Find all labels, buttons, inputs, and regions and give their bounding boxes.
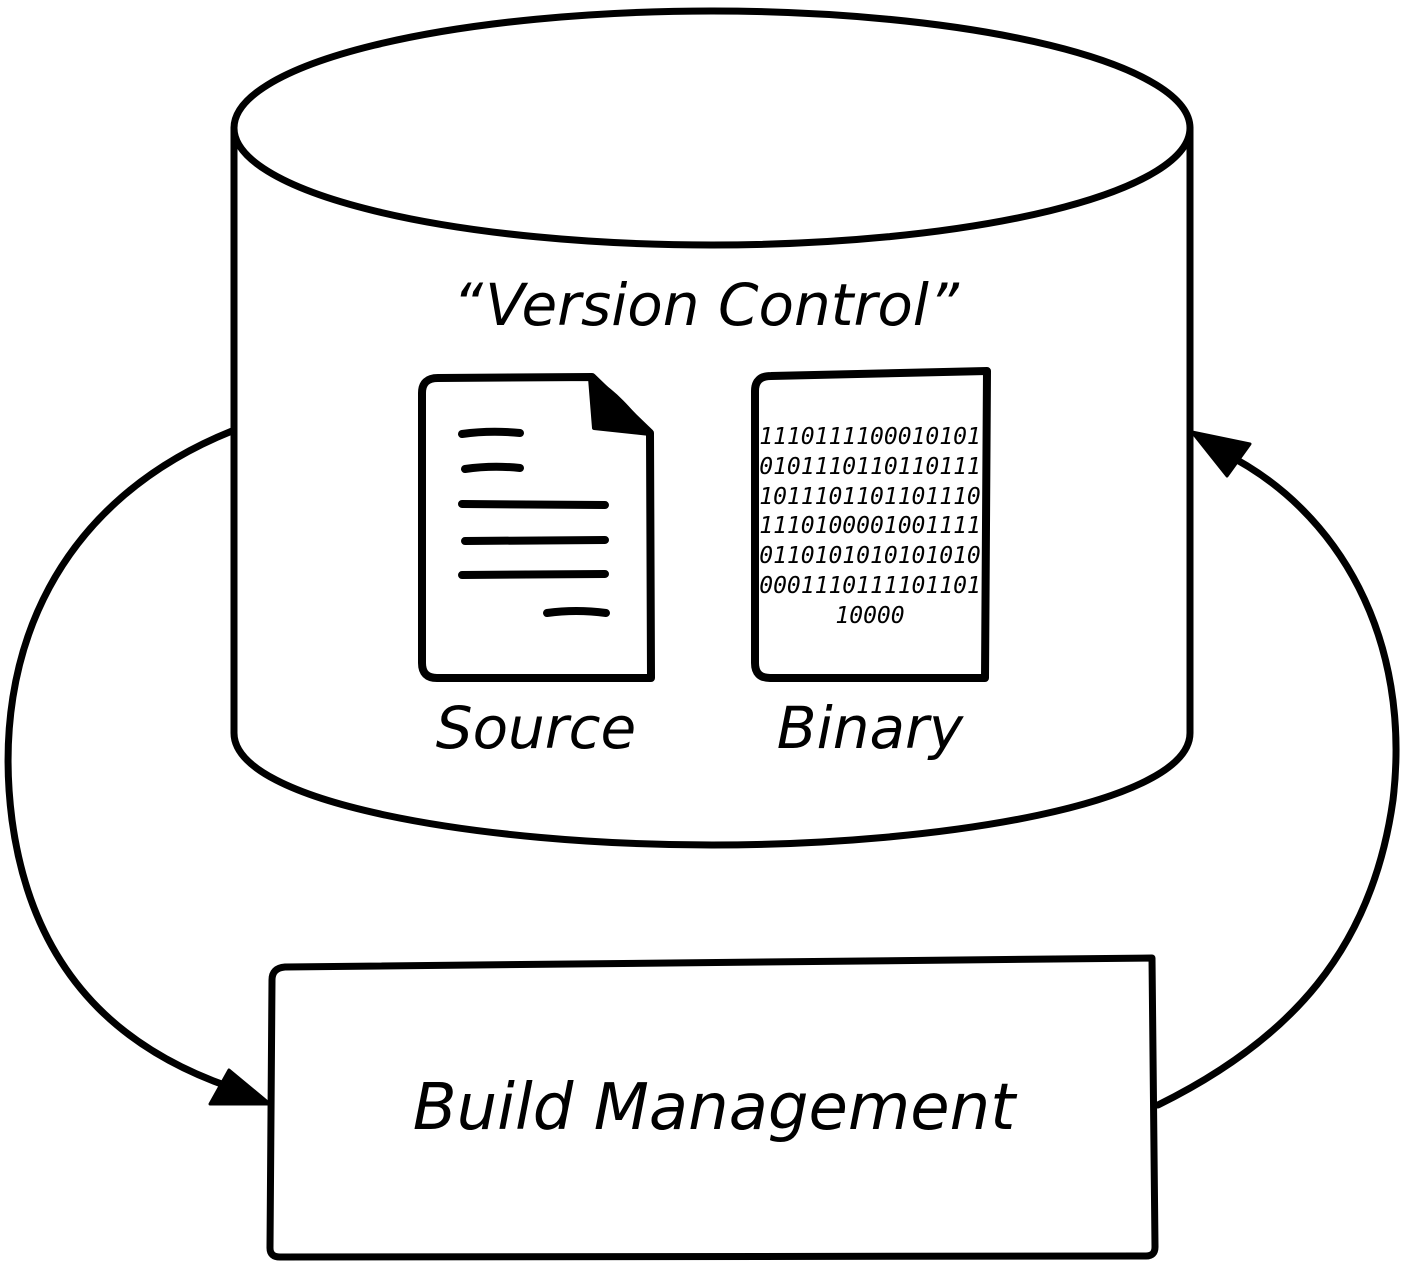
publish-arrow-line [1154,448,1400,1109]
binary-document-icon: 1110111100010101 0101110110110111 101110… [751,367,991,682]
source-text-lines [458,427,610,617]
binary-line: 0001110111101101 [759,573,981,599]
text-line [458,500,609,509]
checkout-arrow-head [208,1068,272,1106]
binary-page-outline [751,367,991,682]
checkout-arrow [4,427,272,1106]
cylinder-body [230,124,1194,849]
binary-line: 0110101010101010 [759,543,981,569]
build-management-label: Build Management [413,1071,1019,1145]
binary-line: 10000 [835,603,904,629]
build-management-box [266,954,1159,1261]
binary-digits: 1110111100010101 0101110110110111 101110… [759,424,981,629]
repository-title: “Version Control” [453,271,960,339]
source-document-icon [418,373,655,682]
cylinder-top [230,7,1194,249]
repository-cylinder [230,7,1194,849]
binary-line: 1110100001001111 [759,513,981,539]
text-line [458,570,609,579]
publish-arrow [1154,430,1400,1109]
text-line [461,536,609,545]
source-page-outline [418,373,655,682]
source-page-fold [588,376,652,436]
build-box-outline [266,954,1159,1261]
checkout-arrow-line [4,427,252,1097]
text-line [543,607,610,617]
binary-line: 1011101101101110 [759,484,981,510]
binary-line: 0101110110110111 [759,454,981,480]
publish-arrow-head [1190,430,1252,478]
binary-label: Binary [777,694,964,762]
binary-line: 1110111100010101 [759,424,981,450]
source-label: Source [436,694,636,762]
text-line [458,427,524,438]
text-line [461,462,524,473]
